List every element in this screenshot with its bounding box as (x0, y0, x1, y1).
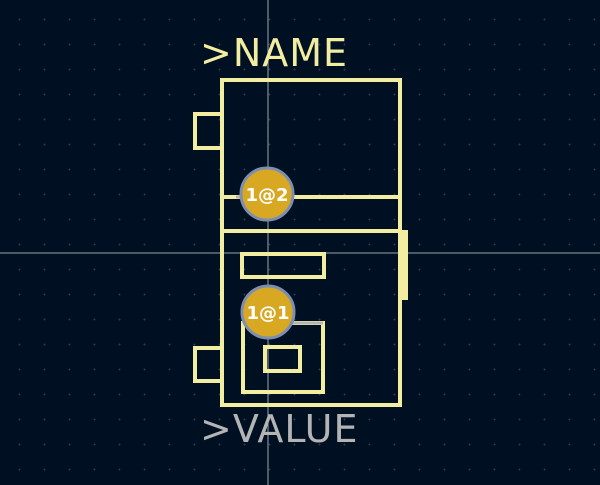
left-tab-upper (193, 112, 224, 150)
value-field-text[interactable]: >VALUE (200, 407, 359, 451)
left-tab-lower (193, 346, 224, 383)
pad-shape[interactable] (239, 166, 295, 222)
body-outline[interactable] (220, 78, 402, 407)
pad-label: 1@1 (246, 303, 289, 324)
inner-small-rect (263, 345, 302, 373)
pad-1-2[interactable]: 1@2 (239, 166, 295, 222)
pad-1-1[interactable]: 1@1 (240, 284, 296, 340)
right-tab (400, 230, 408, 300)
inner-slot (240, 252, 326, 279)
name-field-text[interactable]: >NAME (200, 31, 348, 75)
pad-label: 1@2 (245, 185, 288, 206)
pad-shape[interactable] (240, 284, 296, 340)
